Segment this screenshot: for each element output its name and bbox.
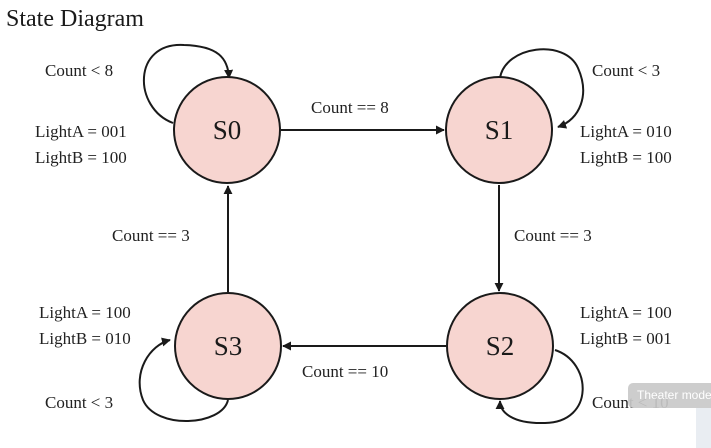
state-label-s0: S0 xyxy=(213,115,242,145)
output-light-b-s0: LightB = 100 xyxy=(35,148,127,167)
transition-label-s2-s3: Count == 10 xyxy=(302,362,388,381)
output-light-b-s2: LightB = 001 xyxy=(580,329,672,348)
state-node-s0[interactable] xyxy=(173,76,281,184)
output-light-a-s3: LightA = 100 xyxy=(39,303,131,322)
self-loop-label-s1: Count < 3 xyxy=(592,61,660,80)
output-light-b-s1: LightB = 100 xyxy=(580,148,672,167)
transition-label-s0-s1: Count == 8 xyxy=(311,98,389,117)
transition-label-s3-s0: Count == 3 xyxy=(112,226,190,245)
theater-mode-button[interactable]: Theater mode xyxy=(628,383,711,408)
diagram-title: State Diagram xyxy=(6,6,144,32)
state-node-s3[interactable] xyxy=(174,292,282,400)
self-loop-label-s3: Count < 3 xyxy=(45,393,113,412)
state-label-s2: S2 xyxy=(486,331,515,361)
self-loop-label-s0: Count < 8 xyxy=(45,61,113,80)
output-light-a-s1: LightA = 010 xyxy=(580,122,672,141)
output-light-a-s0: LightA = 001 xyxy=(35,122,127,141)
state-label-s1: S1 xyxy=(485,115,514,145)
state-label-s3: S3 xyxy=(214,331,243,361)
state-node-s1[interactable] xyxy=(445,76,553,184)
output-light-b-s3: LightB = 010 xyxy=(39,329,131,348)
transition-label-s1-s2: Count == 3 xyxy=(514,226,592,245)
player-edge-strip xyxy=(696,408,711,448)
state-node-s2[interactable] xyxy=(446,292,554,400)
self-loop-arrow-s3 xyxy=(138,337,229,422)
self-loop-arrow-s2 xyxy=(495,349,584,425)
self-loop-arrow-s1 xyxy=(499,48,585,129)
self-loop-arrow-s0 xyxy=(142,43,234,124)
output-light-a-s2: LightA = 100 xyxy=(580,303,672,322)
